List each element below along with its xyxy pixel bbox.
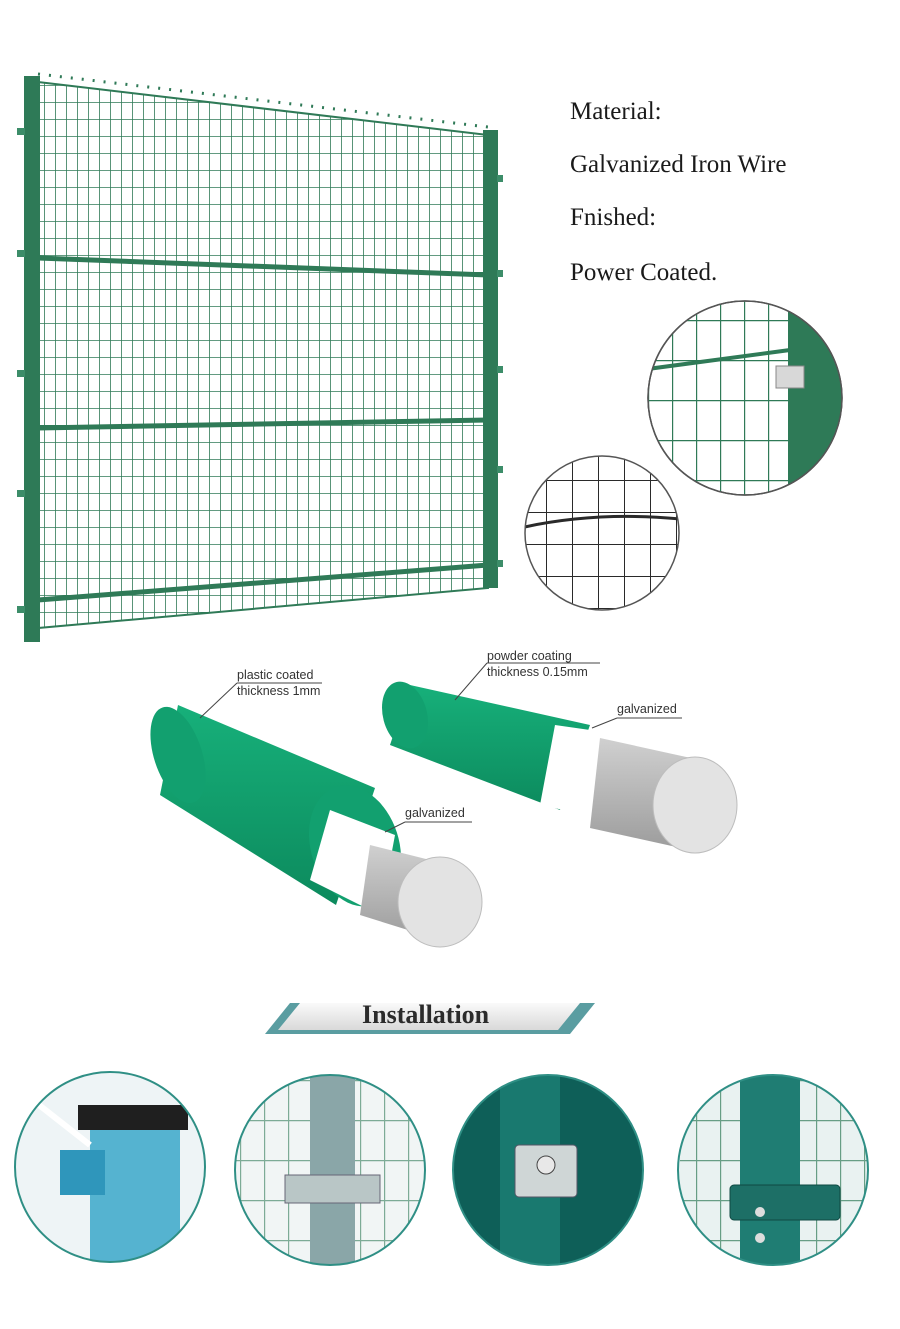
- finished-label: Fnished:: [570, 204, 657, 231]
- wire-plastic-coated: [150, 705, 483, 948]
- install-step-clamp-closeup: [452, 1074, 644, 1266]
- detail-circle-mesh-bend: [524, 455, 680, 611]
- callout-right-core: galvanized: [617, 702, 677, 716]
- detail-circle-post-clamp: [647, 300, 843, 496]
- callout-right-coating: powder coating: [487, 649, 572, 663]
- fence-panel: [17, 72, 503, 642]
- callout-right-thickness: thickness 0.15mm: [487, 665, 588, 679]
- install-step-clamp-side: [677, 1074, 869, 1266]
- wire-powder-coated: [381, 681, 738, 854]
- callout-left-core: galvanized: [405, 806, 465, 820]
- callout-left-coating: plastic coated: [237, 668, 314, 682]
- material-label: Material:: [570, 98, 662, 125]
- install-step-clamp-front: [234, 1074, 426, 1266]
- callout-left-thickness: thickness 1mm: [237, 684, 321, 698]
- finished-value: Power Coated.: [570, 259, 718, 286]
- material-value: Galvanized Iron Wire: [570, 151, 787, 178]
- installation-banner: [265, 1003, 595, 1034]
- installation-title: Installation: [362, 1000, 490, 1029]
- callout-lines: [199, 662, 682, 833]
- install-step-cap: [14, 1071, 206, 1263]
